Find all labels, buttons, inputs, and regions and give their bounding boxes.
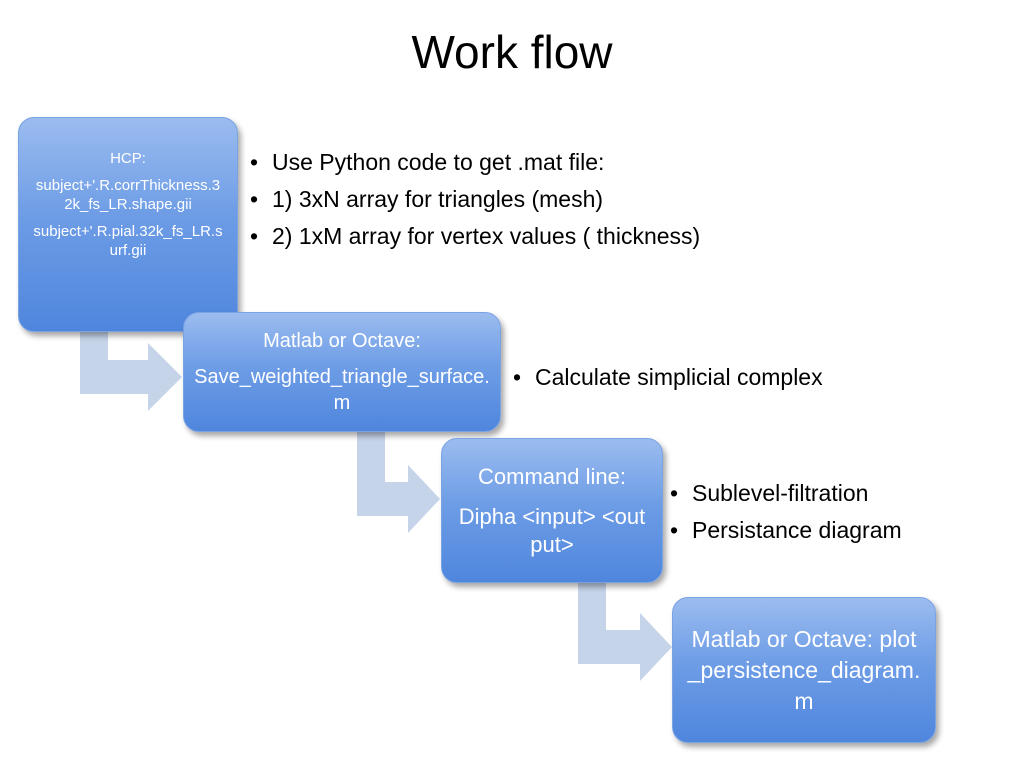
note-item: Sublevel-filtration <box>670 475 902 512</box>
flow-arrow-3 <box>578 583 672 681</box>
step-matlab-plot-text: Matlab or Octave: plot_persistence_diagr… <box>687 625 921 714</box>
note-item: Calculate simplicial complex <box>513 359 823 396</box>
flow-arrow-2 <box>357 432 440 533</box>
notes-simplicial: Calculate simplicial complex <box>513 359 823 396</box>
step-box-hcp: HCP: subject+'.R.corrThickness.32k_fs_LR… <box>18 117 238 332</box>
step-box-matlab-save: Matlab or Octave: Save_weighted_triangle… <box>183 312 501 432</box>
notes-filtration: Sublevel-filtration Persistance diagram <box>670 475 902 549</box>
notes-python: Use Python code to get .mat file: 1) 3xN… <box>250 144 700 255</box>
flow-arrow-1 <box>80 330 182 411</box>
step-box-command-line: Command line: Dipha <input> <output> <box>441 438 663 583</box>
step-hcp-thickness-file: subject+'.R.corrThickness.32k_fs_LR.shap… <box>35 177 221 213</box>
step-box-matlab-plot: Matlab or Octave: plot_persistence_diagr… <box>672 597 936 743</box>
note-item: Use Python code to get .mat file: <box>250 144 700 181</box>
note-item: 1) 3xN array for triangles (mesh) <box>250 181 700 218</box>
step-hcp-heading: HCP: <box>110 150 146 167</box>
step-matlab-save-script: Save_weighted_triangle_surface.m <box>194 366 490 414</box>
note-item: 2) 1xM array for vertex values ( thickne… <box>250 218 700 255</box>
step-hcp-surface-file: subject+'.R.pial.32k_fs_LR.surf.gii <box>33 223 223 259</box>
note-item: Persistance diagram <box>670 512 902 549</box>
step-matlab-save-heading: Matlab or Octave: <box>263 330 421 352</box>
slide-title: Work flow <box>411 26 613 78</box>
step-command-line-command: Dipha <input> <output> <box>458 503 646 557</box>
step-command-line-heading: Command line: <box>478 463 626 489</box>
